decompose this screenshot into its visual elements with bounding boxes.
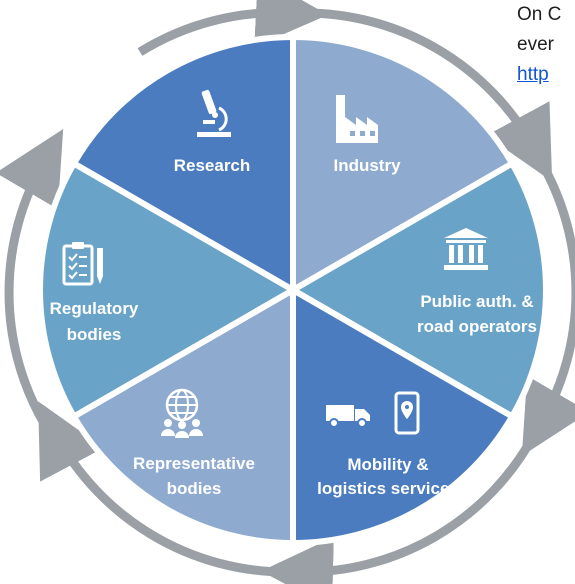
government-building-icon — [444, 228, 488, 270]
ring-arc-2 — [299, 8, 553, 182]
ring-arc-4 — [261, 430, 539, 584]
label-mobility-line2: logistics services — [317, 479, 459, 498]
side-text-link[interactable]: http — [517, 64, 549, 85]
wedge-public-auth-road-operators — [290, 160, 549, 420]
clipboard-pencil-icon — [62, 242, 103, 286]
label-representative-line2: bodies — [167, 479, 222, 498]
label-mobility-line1: Mobility & — [347, 455, 428, 474]
ring-arc-3 — [521, 157, 575, 457]
label-public-auth-line2: road operators — [417, 317, 537, 336]
label-industry: Industry — [333, 156, 401, 175]
label-representative-line1: Representative — [133, 454, 255, 473]
truck-icon — [326, 405, 370, 428]
wedge-representative-bodies — [70, 287, 296, 546]
ring-arc-1 — [137, 0, 328, 56]
phone-location-icon — [394, 391, 420, 435]
segment-labels: Research Industry Public auth. & road op… — [50, 156, 537, 498]
label-regulatory-line1: Regulatory — [50, 299, 139, 318]
label-regulatory-line2: bodies — [67, 325, 122, 344]
segment-icons — [62, 89, 488, 438]
globe-people-icon — [161, 388, 203, 438]
side-text-line-2: ever — [517, 34, 554, 55]
wedge-research — [70, 34, 296, 293]
ring-arc-6 — [0, 128, 64, 428]
ring-arc-5 — [38, 401, 289, 577]
side-text-line-1: On C — [517, 4, 562, 25]
wedge-industry — [290, 34, 516, 293]
label-public-auth-line1: Public auth. & — [420, 292, 533, 311]
wedge-mobility-logistics-services — [290, 287, 516, 546]
label-research: Research — [174, 156, 251, 175]
microscope-icon — [197, 89, 231, 137]
wedge-regulatory-bodies — [37, 160, 296, 420]
factory-icon — [336, 95, 378, 143]
segment-wedges — [37, 34, 549, 546]
truck-and-phone-location-icon — [326, 391, 420, 435]
